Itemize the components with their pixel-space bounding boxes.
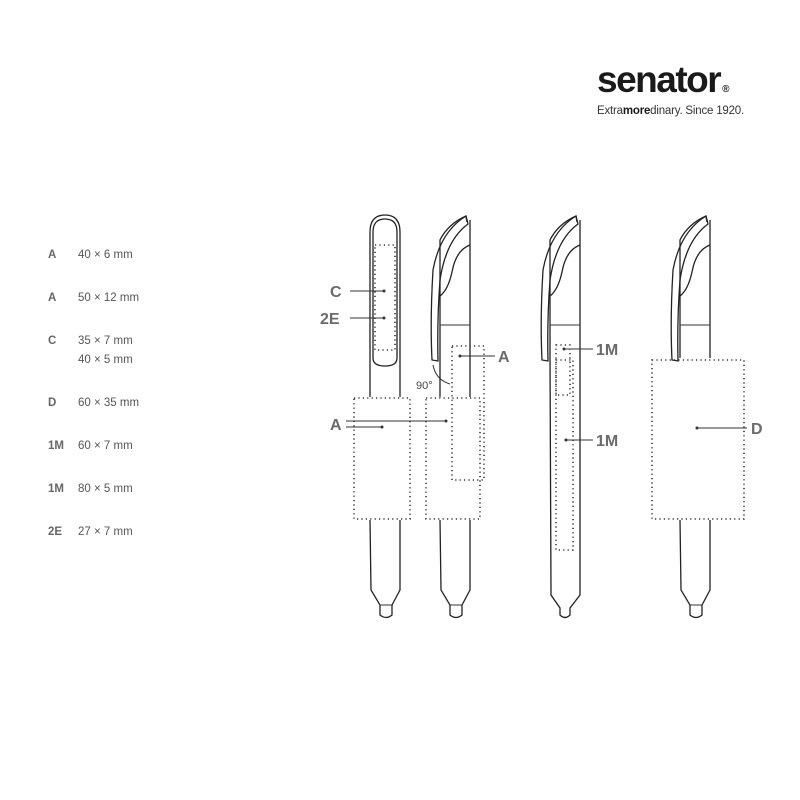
label-angle: 90° — [416, 380, 433, 392]
pen-front-view — [353, 214, 411, 619]
print-area-a-rotated — [451, 345, 485, 481]
senator-logo: senator® Extramoredinary. Since 1920. — [597, 58, 744, 118]
label-a-right: A — [498, 349, 510, 366]
print-area-c — [374, 244, 396, 351]
leader-lines — [346, 289, 747, 442]
logo-tagline: Extramoredinary. Since 1920. — [597, 105, 744, 117]
label-c: C — [330, 284, 342, 301]
print-area-a-side — [425, 397, 481, 520]
pen-long-view — [540, 214, 581, 619]
print-area-d — [651, 359, 745, 520]
pen-back-view — [651, 214, 745, 619]
label-1m-mid: 1M — [596, 433, 618, 450]
pen-side-view — [425, 214, 485, 619]
label-1m-top: 1M — [596, 342, 618, 359]
label-d: D — [751, 421, 763, 438]
print-area-1m-short — [555, 344, 571, 396]
label-2e: 2E — [320, 311, 340, 328]
label-a-left: A — [330, 417, 342, 434]
registered-mark: ® — [722, 84, 729, 95]
print-area-a — [353, 397, 411, 520]
logo-word: senator — [597, 59, 722, 100]
